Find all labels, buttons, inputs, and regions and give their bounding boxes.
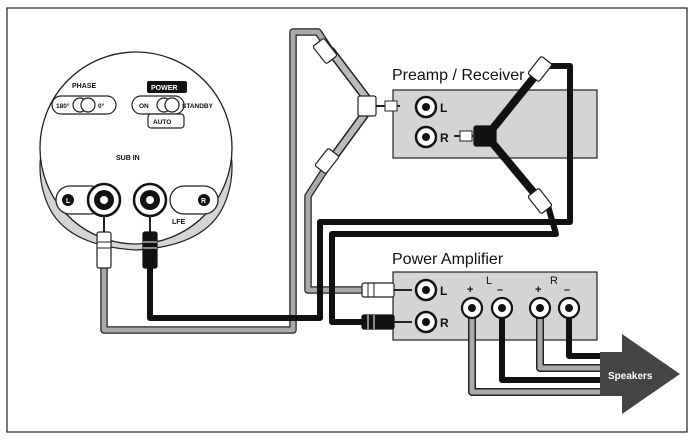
phase-option-b: 0° xyxy=(98,102,105,110)
preamp-right-jack[interactable] xyxy=(414,125,438,149)
amp-terminal-left-minus[interactable] xyxy=(490,296,514,320)
amp-minus-2: – xyxy=(564,284,570,296)
amp-right-plug xyxy=(361,314,412,330)
preamp-right-y-splitter xyxy=(454,56,553,214)
speaker-wire-right-minus xyxy=(566,308,606,359)
black-cable-preamp-to-amp xyxy=(329,205,559,325)
gray-cable-sub-to-preamp xyxy=(101,29,333,333)
speakers-label: Speakers xyxy=(608,371,653,382)
lfe-label: LFE xyxy=(172,219,186,226)
speakers-arrow-icon xyxy=(600,334,680,414)
amp-minus-1: – xyxy=(497,284,503,296)
power-on: ON xyxy=(139,103,149,110)
phase-switch[interactable] xyxy=(51,95,117,115)
amp-left-label: L xyxy=(440,284,447,298)
sub-in-left-jack[interactable] xyxy=(86,182,122,218)
preamp-left-jack[interactable] xyxy=(414,95,438,119)
sub-left-plug xyxy=(96,216,112,269)
amp-channel-left: L xyxy=(486,275,492,287)
phase-label: PHASE xyxy=(72,83,96,90)
sub-right-plug xyxy=(142,216,158,269)
gray-cable-preamp-to-amp xyxy=(305,160,365,293)
amp-right-jack[interactable] xyxy=(414,310,438,334)
black-cable-sub-to-preamp xyxy=(147,63,573,321)
amp-plus-1: + xyxy=(467,284,473,296)
sub-in-right-group xyxy=(169,185,219,215)
amp-terminal-right-plus[interactable] xyxy=(528,296,552,320)
sub-left-badge: L xyxy=(66,198,71,205)
power-auto: AUTO xyxy=(153,119,171,126)
power-switch[interactable] xyxy=(131,95,185,129)
amp-left-jack[interactable] xyxy=(414,278,438,302)
speaker-wire-right-plus xyxy=(537,308,606,371)
power-label-badge xyxy=(147,81,187,93)
speaker-wire-left-minus xyxy=(499,308,606,383)
preamp-left-y-splitter xyxy=(312,38,400,174)
amplifier-title: Power Amplifier xyxy=(392,251,504,268)
power-label: POWER xyxy=(151,85,177,92)
amp-plus-2: + xyxy=(535,284,541,296)
sub-in-lfe-jack[interactable] xyxy=(132,182,168,218)
preamp-right-label: R xyxy=(440,131,449,145)
preamp-left-label: L xyxy=(440,101,447,115)
preamp-title: Preamp / Receiver xyxy=(392,67,525,84)
subwoofer-panel xyxy=(39,51,233,245)
phase-option-a: 180° xyxy=(56,102,70,110)
amp-left-plug xyxy=(361,282,412,298)
amp-channel-right: R xyxy=(550,275,558,287)
amp-right-label: R xyxy=(440,316,449,330)
sub-right-badge: R xyxy=(201,198,206,205)
amp-terminal-left-plus[interactable] xyxy=(460,296,484,320)
sub-in-label: SUB IN xyxy=(116,155,140,162)
power-standby: STANDBY xyxy=(182,103,214,110)
amp-terminal-right-minus[interactable] xyxy=(557,296,581,320)
speaker-wire-left-plus xyxy=(469,308,606,395)
